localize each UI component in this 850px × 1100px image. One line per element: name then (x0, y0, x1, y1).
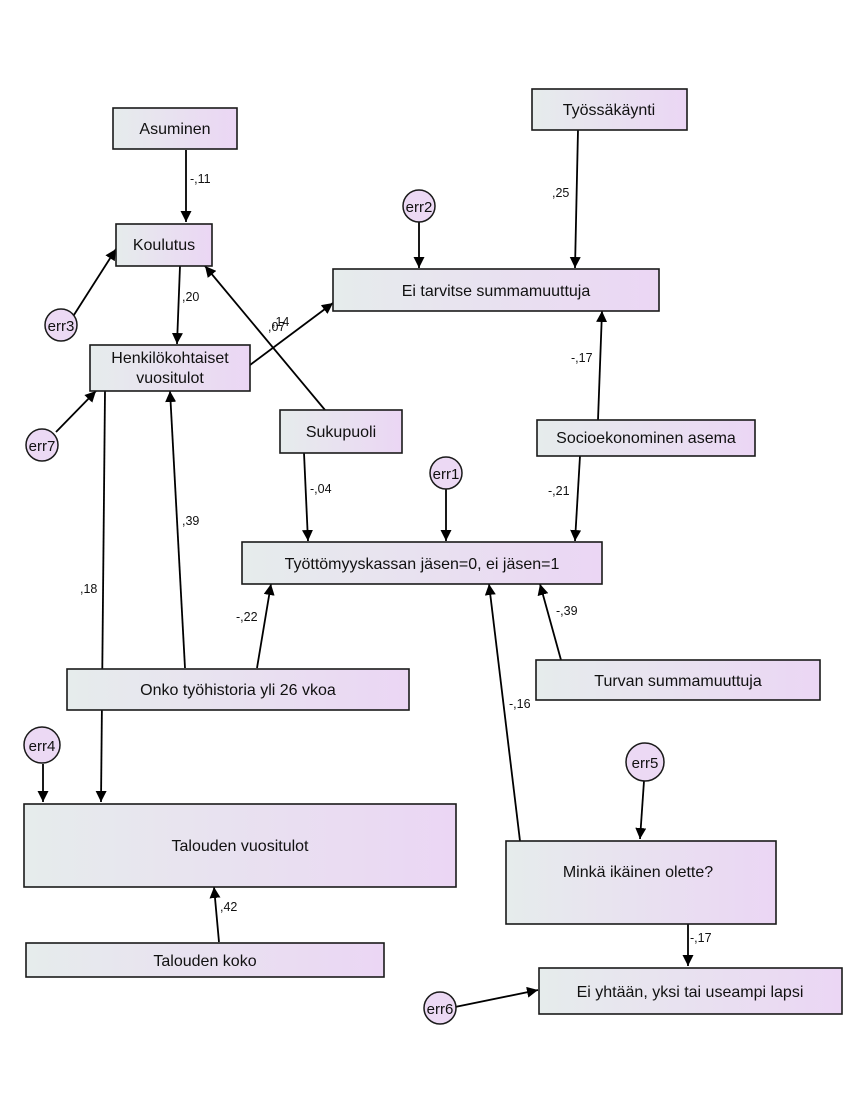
edge-err3-koulutus (71, 248, 117, 319)
error-err1-label: err1 (433, 466, 460, 483)
coef-asuminen-koulutus: -,11 (190, 172, 211, 186)
edge-sukupuoli-koulutus (204, 265, 326, 411)
edge-ika-kassa (484, 583, 521, 842)
node-tyottomyyskassa-label: Työttömyyskassan jäsen=0, ei jäsen=1 (285, 556, 560, 573)
error-err7-label: err7 (29, 438, 56, 455)
coef-turva-kassa: -,39 (556, 604, 578, 618)
node-turvan-label: Turvan summamuuttuja (594, 673, 762, 690)
error-err4[interactable]: err4 (23, 726, 61, 764)
node-henkilokohtaiset-label-2: vuositulot (136, 370, 204, 387)
error-err1[interactable]: err1 (429, 456, 463, 490)
node-tyohistoria[interactable]: Onko työhistoria yli 26 vkoa (66, 668, 410, 711)
node-ei-tarvitse-label: Ei tarvitse summamuuttuja (402, 283, 591, 300)
node-tyossakaynti-label: Työssäkäynti (563, 102, 655, 119)
error-err6[interactable]: err6 (423, 991, 457, 1025)
variables: Asuminen Työssäkäynti Koulutus Ei tarvit… (23, 88, 843, 1015)
node-koulutus[interactable]: Koulutus (115, 223, 213, 267)
node-sukupuoli[interactable]: Sukupuoli (279, 409, 403, 454)
error-terms: err2 err3 err7 err1 err4 err5 err6 (23, 189, 665, 1025)
node-asuminen-label: Asuminen (139, 121, 210, 138)
node-tyohistoria-label: Onko työhistoria yli 26 vkoa (140, 682, 336, 699)
coef-koulutus-henk: ,20 (182, 290, 199, 304)
node-lapsi-label: Ei yhtään, yksi tai useampi lapsi (577, 984, 804, 1001)
error-err5-label: err5 (632, 755, 659, 772)
edge-tyohistoria-kassa (256, 583, 275, 669)
node-ika-label: Minkä ikäinen olette? (563, 864, 713, 881)
error-err3[interactable]: err3 (44, 308, 78, 342)
coef-tyohistoria-henk: ,39 (182, 514, 199, 528)
edge-tyossakaynti-eitarvitse (569, 129, 581, 269)
coef-henk-talous: ,18 (80, 582, 97, 596)
node-talouden-vuositulot[interactable]: Talouden vuositulot (23, 803, 457, 888)
edge-err6-lapsi (454, 986, 539, 1008)
node-tyossakaynti[interactable]: Työssäkäynti (531, 88, 688, 131)
node-talouden-vuositulot-label: Talouden vuositulot (172, 838, 310, 855)
coef-sukupuoli-kassa: -,04 (310, 482, 332, 496)
coef-socio-kassa: -,21 (548, 484, 570, 498)
edge-turva-kassa (537, 583, 562, 661)
error-err7[interactable]: err7 (25, 428, 59, 462)
error-err2-label: err2 (406, 199, 433, 216)
node-asuminen[interactable]: Asuminen (112, 107, 238, 150)
node-socioekonominen[interactable]: Socioekonominen asema (536, 419, 756, 457)
coef-sukupuoli-koulutus: ,07 (268, 320, 285, 334)
edge-err7-henk (55, 390, 97, 433)
error-err2[interactable]: err2 (402, 189, 436, 223)
error-err3-label: err3 (48, 318, 75, 335)
coefficients: -,11 ,25 ,20 ,14 ,07 -,17 -,04 -,21 ,39 … (80, 172, 712, 945)
coef-tyohistoria-kassa: -,22 (236, 610, 258, 624)
node-koulutus-label: Koulutus (133, 237, 195, 254)
coef-ika-lapsi: -,17 (690, 931, 712, 945)
edge-err5-ika (635, 780, 647, 840)
node-socioekonominen-label: Socioekonominen asema (556, 430, 736, 447)
node-talouden-koko-label: Talouden koko (153, 953, 256, 970)
node-henkilokohtaiset-label-1: Henkilökohtaiset (111, 350, 229, 367)
coef-tyossakaynti-eitarvitse: ,25 (552, 186, 569, 200)
node-ei-tarvitse[interactable]: Ei tarvitse summamuuttuja (332, 268, 660, 312)
node-sukupuoli-label: Sukupuoli (306, 424, 376, 441)
edges (37, 129, 694, 1008)
edge-sukupuoli-kassa (302, 452, 313, 542)
edge-socio-kassa (570, 455, 582, 542)
coef-henk-eitarvitse: ,14 (272, 315, 289, 329)
node-henkilokohtaiset[interactable]: Henkilökohtaiset vuositulot (89, 344, 251, 392)
node-tyottomyyskassa[interactable]: Työttömyyskassan jäsen=0, ei jäsen=1 (241, 541, 603, 585)
error-err4-label: err4 (29, 738, 56, 755)
node-talouden-koko[interactable]: Talouden koko (25, 942, 385, 978)
coef-ika-kassa: -,16 (509, 697, 531, 711)
node-ika[interactable]: Minkä ikäinen olette? (505, 840, 777, 925)
node-lapsi[interactable]: Ei yhtään, yksi tai useampi lapsi (538, 967, 843, 1015)
edge-koko-talous (209, 886, 221, 943)
edge-koulutus-henk (171, 265, 183, 345)
coef-koko-talous: ,42 (220, 900, 237, 914)
coef-socio-eitarvitse: -,17 (571, 351, 593, 365)
edge-henk-talous (95, 390, 107, 803)
edge-tyohistoria-henk (165, 390, 186, 669)
error-err6-label: err6 (427, 1001, 454, 1018)
edge-henk-eitarvitse (249, 302, 334, 366)
error-err5[interactable]: err5 (625, 742, 665, 782)
edge-socio-eitarvitse (596, 310, 608, 421)
node-turvan[interactable]: Turvan summamuuttuja (535, 659, 821, 701)
